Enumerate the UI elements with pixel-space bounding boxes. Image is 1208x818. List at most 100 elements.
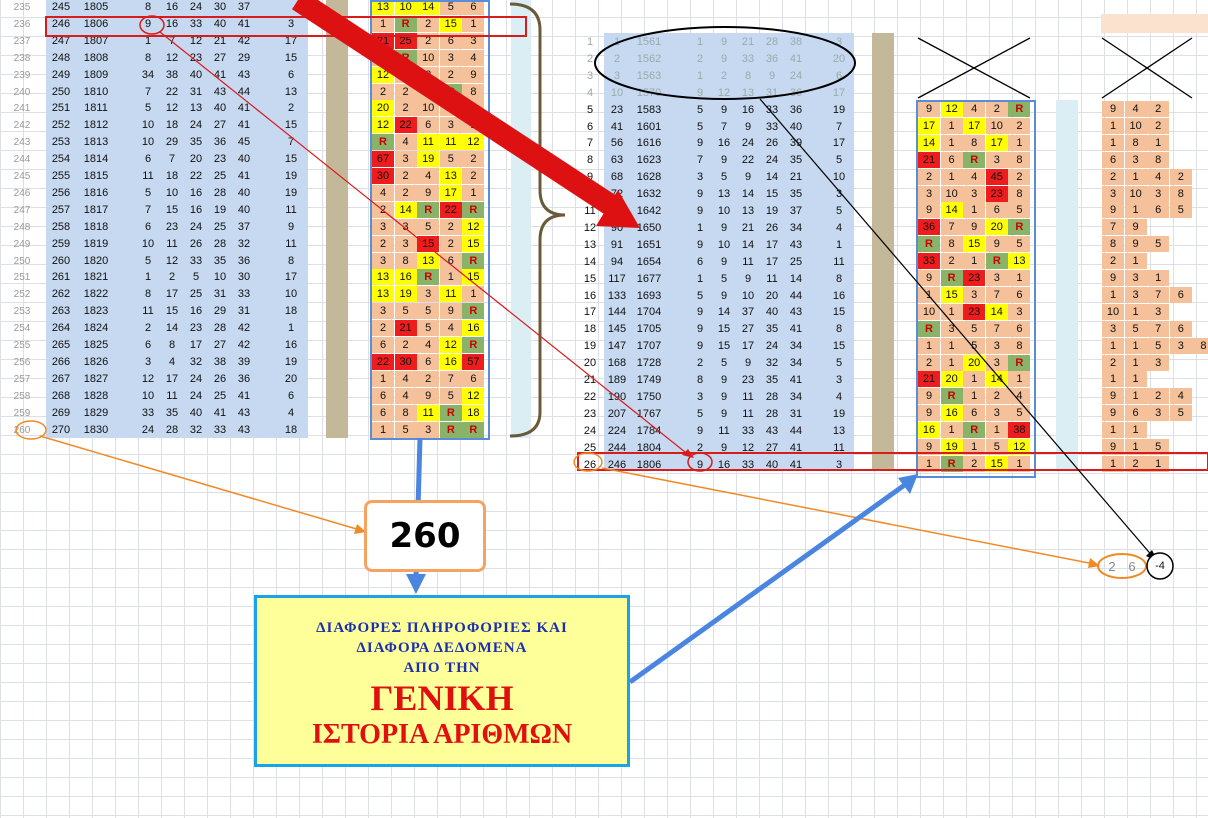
row-cell: 39 (237, 355, 251, 368)
colored-cell: 3 (439, 117, 462, 134)
colored-cell: 4 (417, 337, 440, 353)
colored-cell: 16 (918, 422, 940, 439)
row-cell: 21 (741, 221, 755, 234)
row-cell: 41 (237, 102, 251, 115)
far-cell: 5 (1169, 202, 1192, 219)
row-cell: 11 (142, 305, 154, 318)
row-cell: 258 (51, 220, 71, 233)
row-cell: 40 (189, 68, 203, 81)
colored-cell: R (439, 421, 462, 438)
row-cell: 40 (213, 102, 227, 115)
row-cell: 11 (142, 170, 154, 182)
colored-cell: 20 (985, 219, 1008, 236)
row-cell: 246 (607, 458, 627, 471)
row-index: 16 (583, 289, 597, 302)
row-cell: 5 (696, 120, 704, 133)
colored-cell: 8 (394, 252, 417, 269)
row-cell: 5 (144, 102, 152, 115)
row-cell: 7 (144, 85, 152, 98)
row-cell: 1815 (83, 170, 109, 182)
colored-cell: 8 (1008, 337, 1031, 354)
row-cell: 28 (765, 390, 779, 403)
row-cell: 30 (213, 1, 227, 13)
row-cell: 224 (607, 424, 627, 437)
row-cell: 33 (141, 406, 155, 419)
row-cell: 1829 (83, 406, 109, 419)
row-cell: 14 (789, 272, 803, 285)
row-cell: 5 (696, 103, 704, 116)
row-cell: 20 (832, 52, 846, 65)
row-index: 11 (584, 205, 596, 217)
row-cell: 8 (168, 339, 176, 351)
colored-cell: 11 (439, 134, 462, 151)
colored-cell: 23 (963, 270, 986, 286)
row-cell: 17 (832, 137, 846, 150)
row-cell: 33 (741, 52, 755, 65)
colored-cell: 23 (985, 185, 1008, 202)
row-cell: 6 (696, 255, 704, 268)
row-index: 248 (13, 221, 31, 233)
colored-cell: 1 (940, 354, 963, 371)
row-cell: 6 (144, 339, 152, 351)
colored-cell: 3 (985, 337, 1008, 354)
row-cell: 16 (717, 458, 731, 471)
row-cell: 12 (165, 102, 179, 115)
colored-cell: R (462, 252, 485, 269)
row-index: 12 (583, 221, 597, 234)
colored-cell: R (918, 320, 940, 337)
row-cell: 1650 (636, 221, 662, 234)
colored-cell: R (462, 303, 485, 320)
row-cell: 10 (717, 238, 731, 251)
row-cell: 44 (789, 289, 803, 302)
row-cell: 15 (284, 153, 298, 166)
far-cell: 1 (1124, 303, 1147, 320)
row-cell: 8 (144, 1, 152, 13)
row-cell: 10 (741, 289, 755, 302)
far-cell: 3 (1124, 270, 1147, 286)
colored-cell: 15 (417, 235, 440, 252)
row-cell: 1651 (636, 238, 662, 251)
row-cell: 26 (765, 221, 779, 234)
row-cell: 35 (789, 188, 803, 201)
row-cell: 5 (720, 357, 728, 370)
colored-cell: 3 (985, 151, 1008, 168)
row-cell: 6 (144, 153, 152, 166)
row-cell: 33 (741, 424, 755, 437)
row-cell: 1 (696, 36, 704, 48)
row-cell: 17 (284, 34, 298, 47)
row-index: 239 (13, 69, 31, 81)
colored-cell: 14 (985, 303, 1008, 320)
row-cell: 10 (610, 86, 624, 99)
row-cell: 1563 (636, 69, 662, 82)
left-colored-frame (370, 0, 490, 440)
colored-cell: 1 (1008, 134, 1031, 151)
colored-cell: 6 (439, 252, 462, 269)
row-cell: 5 (144, 254, 152, 267)
right-blue-band (604, 33, 854, 470)
row-cell: 44 (789, 424, 803, 437)
row-cell: 9 (720, 407, 728, 420)
colored-cell: 6 (372, 337, 394, 353)
row-cell: 1827 (83, 372, 109, 385)
row-cell: 27 (765, 441, 779, 454)
row-cell: 9 (720, 441, 728, 454)
row-cell: 1807 (83, 34, 109, 47)
row-cell: 3 (613, 69, 621, 82)
row-cell: 35 (165, 406, 179, 419)
row-cell: 1809 (83, 68, 109, 81)
colored-cell: 8 (963, 134, 986, 151)
colored-cell: 3 (372, 218, 394, 235)
bottom-result: -4 (1155, 560, 1165, 572)
first-rows-ellipse (594, 26, 856, 100)
row-cell: 43 (237, 423, 251, 436)
left-highlight-row (45, 16, 527, 37)
colored-cell: 33 (918, 253, 940, 270)
row-cell: 1816 (83, 186, 109, 199)
far-cell: 2 (1102, 168, 1124, 185)
row-cell: 13 (832, 424, 846, 437)
big-red-arrow (291, 0, 619, 216)
colored-cell: 19 (940, 439, 963, 455)
colored-cell: 19 (394, 286, 417, 303)
colored-cell: 9 (985, 236, 1008, 253)
